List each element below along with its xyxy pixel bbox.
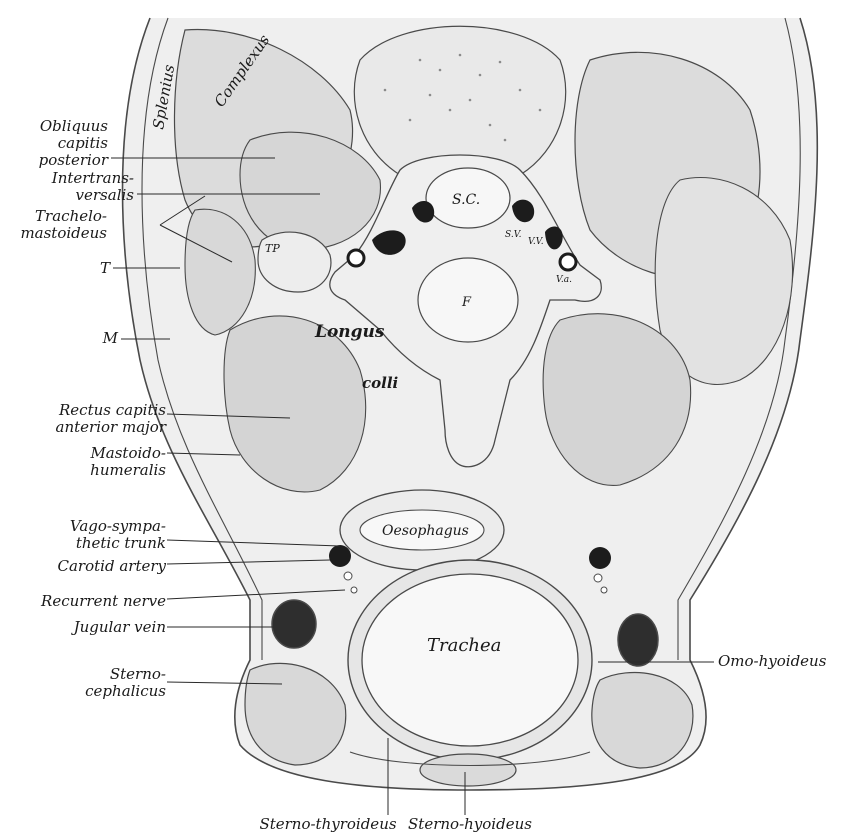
carotid-artery-label: Carotid artery xyxy=(58,558,166,575)
obliquus-line-3: posterior xyxy=(39,152,108,169)
jugular-vein-right xyxy=(618,614,658,666)
trachea-lumen xyxy=(362,574,578,746)
t-label: T xyxy=(100,260,110,277)
intertrans-line-2: versalis xyxy=(52,187,134,204)
oesophagus-label: Oesophagus xyxy=(382,523,469,539)
sterno-ceph-line-1: Sterno- xyxy=(85,666,166,683)
carotid-artery-right xyxy=(589,547,611,569)
vago-sympathetic-label: Vago-sympa- thetic trunk xyxy=(70,518,166,552)
intertrans-line-1: Intertrans- xyxy=(52,170,134,187)
jugular-vein-label: Jugular vein xyxy=(74,619,166,636)
mastoido-line-2: humeralis xyxy=(90,462,166,479)
obliquus-line-2: capitis xyxy=(39,135,108,152)
spinous-process xyxy=(354,26,565,175)
trachelo-mastoideus-label: Trachelo- mastoideus xyxy=(20,208,107,242)
trachelo-line-1: Trachelo- xyxy=(20,208,107,225)
recurrent-nerve-left xyxy=(351,587,357,593)
sterno-cephalicus-right xyxy=(592,672,693,768)
vago-line-2: thetic trunk xyxy=(70,535,166,552)
vago-sympathetic-trunk-left xyxy=(344,572,352,580)
sterno-cephalicus-label: Sterno- cephalicus xyxy=(85,666,166,700)
sterno-hyoideus-label: Sterno-hyoideus xyxy=(400,816,540,833)
m-label: M xyxy=(103,330,118,347)
trachelo-line-2: mastoideus xyxy=(20,225,107,242)
vertebral-artery-right xyxy=(560,254,576,270)
carotid-artery-left xyxy=(329,545,351,567)
sc-label: S.C. xyxy=(452,192,480,208)
sv-label: S.V. xyxy=(505,230,522,240)
vago-sympathetic-trunk-right xyxy=(594,574,602,582)
va-label: V.a. xyxy=(556,275,572,285)
f-label: F xyxy=(461,295,472,310)
jugular-vein-left xyxy=(272,600,316,648)
longus-label: Longus xyxy=(314,322,385,342)
sterno-ceph-line-2: cephalicus xyxy=(85,683,166,700)
sterno-thyroideus-label: Sterno-thyroideus xyxy=(258,816,398,833)
colli-label: colli xyxy=(362,374,399,392)
vago-line-1: Vago-sympa- xyxy=(70,518,166,535)
rectus-capitis-label: Rectus capitis anterior major xyxy=(56,402,166,436)
obliquus-label: Obliquus capitis posterior xyxy=(39,118,108,169)
rectus-line-2: anterior major xyxy=(56,419,166,436)
rectus-line-1: Rectus capitis xyxy=(56,402,166,419)
vv-label: V.V. xyxy=(528,237,544,247)
recurrent-nerve-right xyxy=(601,587,607,593)
tp-label: TP xyxy=(265,242,280,255)
obliquus-line-1: Obliquus xyxy=(39,118,108,135)
recurrent-nerve-label: Recurrent nerve xyxy=(41,593,166,610)
trachea-label: Trachea xyxy=(427,635,501,656)
intertransversalis-label: Intertrans- versalis xyxy=(52,170,134,204)
mastoido-humeralis-label: Mastoido- humeralis xyxy=(90,445,166,479)
vertebral-artery-left xyxy=(348,250,364,266)
mastoido-line-1: Mastoido- xyxy=(90,445,166,462)
sterno-hyoideus-muscle xyxy=(420,754,516,786)
omo-hyoideus-label: Omo-hyoideus xyxy=(718,653,826,670)
